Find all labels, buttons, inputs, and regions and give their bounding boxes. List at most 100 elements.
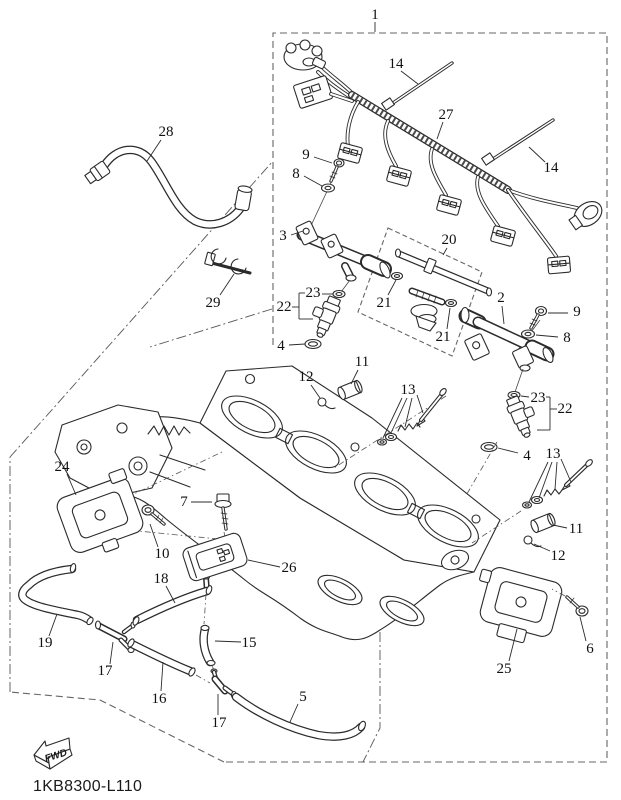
callout-24: 24 [55, 459, 71, 475]
throttle-bore-2 [285, 430, 347, 474]
callout-17: 17 [98, 663, 114, 679]
callout-14: 14 [389, 56, 405, 72]
callout-11: 11 [355, 354, 369, 370]
callout-10: 10 [155, 546, 170, 562]
callout-6: 6 [586, 641, 594, 657]
wire-harness-27 [283, 39, 603, 275]
throttle-bore-3 [354, 472, 416, 516]
screw-10 [141, 504, 166, 526]
callout-9: 9 [573, 304, 581, 320]
leader-line-14 [528, 146, 546, 163]
leader-line-13 [404, 397, 413, 428]
clip-12-center [317, 397, 336, 410]
fuel-rail-2 [458, 306, 555, 393]
callout-14: 14 [544, 160, 560, 176]
leader-line-20 [442, 247, 448, 256]
callout-3: 3 [279, 228, 287, 244]
leader-line-5 [289, 703, 299, 723]
fuel-rail-3 [295, 169, 392, 282]
leader-line-23 [520, 395, 530, 398]
leader-line-14 [400, 70, 419, 85]
harness-end-connector [568, 200, 603, 231]
fuel-pipe-20 [394, 248, 493, 332]
hose-5 [231, 692, 366, 741]
callout-7: 7 [180, 494, 188, 510]
callout-5: 5 [299, 689, 307, 705]
leader-line-4 [497, 447, 519, 454]
callout-12: 12 [551, 548, 566, 564]
leader-line-13 [390, 397, 408, 434]
tee-joint-17-right [210, 668, 238, 700]
leader-line-11 [350, 369, 359, 385]
hose-16 [127, 638, 211, 684]
cable-tie-14-left [381, 61, 454, 111]
throttle-position-sensor-25 [479, 567, 563, 644]
callout-13: 13 [546, 446, 561, 462]
callout-13: 13 [401, 382, 416, 398]
leader-line-13 [560, 458, 572, 483]
callout-9: 9 [302, 147, 310, 163]
throttle-position-sensor-24 [56, 468, 144, 553]
callout-8: 8 [292, 166, 300, 182]
screw-set-13-center [376, 387, 447, 446]
callout-15: 15 [242, 635, 257, 651]
callout-20: 20 [442, 232, 457, 248]
clip-12-right [523, 535, 542, 548]
view-boundary [9, 32, 608, 763]
callout-12: 12 [299, 369, 314, 385]
leader-line-2 [501, 305, 505, 325]
leader-line-21 [387, 279, 397, 296]
diagram-part-code: 1KB8300-L110 [33, 778, 142, 795]
washer-8-right [520, 329, 536, 339]
leader-line-25 [508, 628, 518, 662]
tee-joint-17-left [94, 620, 136, 654]
cap-11-right [530, 512, 556, 534]
callout-22: 22 [558, 401, 573, 417]
bolt-9-left [329, 158, 345, 183]
hose-18 [132, 585, 213, 626]
throttle-bore-4 [417, 504, 479, 548]
callout-8: 8 [563, 330, 571, 346]
callout-4: 4 [277, 338, 285, 354]
throttle-body [54, 365, 522, 641]
leader-line-11 [552, 524, 568, 529]
o-ring-21-left [390, 271, 404, 281]
hose-15 [199, 624, 216, 671]
fuel-hose-28 [84, 145, 253, 229]
o-ring-21-right [444, 298, 458, 308]
leader-line-3 [290, 230, 304, 236]
leader-line-29 [219, 273, 235, 296]
callout-29: 29 [206, 295, 221, 311]
throttle-shaft-end [440, 549, 470, 571]
sensor-26 [182, 532, 248, 582]
intake-bell-right [379, 595, 425, 627]
bolt-9-right [529, 305, 548, 330]
intake-bell-left [317, 574, 363, 606]
leader-line-28 [146, 139, 162, 162]
leader-line-8 [303, 175, 323, 187]
subassembly-20-box [357, 227, 483, 357]
leader-line-19 [48, 613, 58, 637]
leader-line-12 [310, 384, 321, 399]
hose-clamp-29 [204, 248, 252, 275]
leader-line-21 [446, 307, 451, 330]
leader-line-27 [436, 121, 444, 140]
leader-line-18 [165, 585, 176, 604]
leader-line-26 [247, 559, 281, 568]
callout-4: 4 [523, 448, 531, 464]
callout-23: 23 [306, 285, 321, 301]
leader-line-4 [288, 343, 306, 346]
throttle-linkage [54, 404, 206, 499]
callout-22: 22 [277, 299, 292, 315]
callout-11: 11 [569, 521, 583, 537]
callout-26: 26 [282, 560, 298, 576]
leader-line-13 [416, 394, 424, 414]
round-connector [283, 39, 327, 71]
callout-2: 2 [497, 290, 505, 306]
hose-19 [18, 563, 94, 626]
relay-connector [293, 75, 333, 109]
callout-23: 23 [531, 390, 546, 406]
